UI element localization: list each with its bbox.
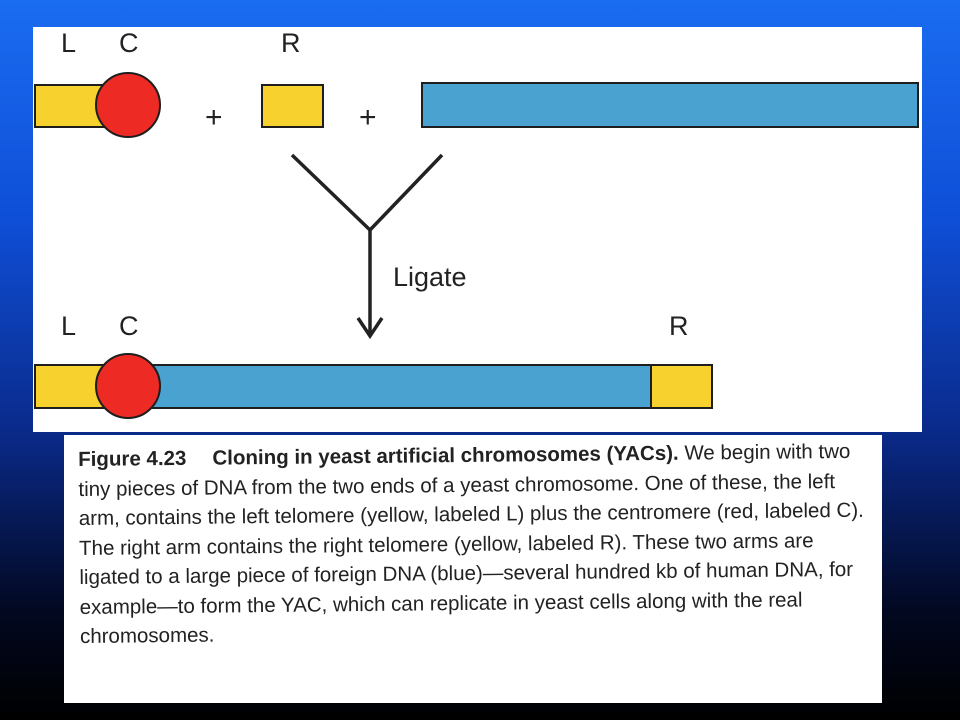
top-centromere-label: C bbox=[119, 28, 139, 58]
bottom-left-telomere-label: L bbox=[61, 311, 76, 341]
foreign-dna-bottom bbox=[142, 364, 652, 409]
caption-body: We begin with two tiny pieces of DNA fro… bbox=[78, 439, 864, 648]
top-left-telomere-label: L bbox=[61, 28, 76, 58]
converge-line-right bbox=[368, 153, 444, 232]
right-telomere-top bbox=[261, 84, 324, 128]
bottom-centromere-label: C bbox=[119, 311, 139, 341]
ligate-label: Ligate bbox=[393, 262, 467, 292]
bottom-right-telomere-label: R bbox=[669, 311, 689, 341]
left-telomere-bottom bbox=[34, 364, 106, 409]
plus-sign-2: + bbox=[359, 101, 377, 134]
plus-sign-1: + bbox=[205, 101, 223, 134]
diagram-canvas: L C R + + Ligate L C R bbox=[34, 28, 919, 419]
converge-line-left bbox=[290, 153, 372, 232]
right-telomere-bottom bbox=[650, 364, 713, 409]
foreign-dna-top bbox=[421, 82, 919, 128]
centromere-top bbox=[95, 72, 161, 138]
centromere-bottom bbox=[95, 353, 161, 419]
top-right-telomere-label: R bbox=[281, 28, 301, 58]
caption-text: Figure 4.23 Cloning in yeast artificial c… bbox=[78, 437, 874, 652]
yac-diagram: L C R + + Ligate L C R bbox=[33, 27, 922, 432]
ligation-arrow-head bbox=[356, 317, 384, 340]
figure-title: Cloning in yeast artificial chromosomes … bbox=[212, 441, 679, 470]
figure-number: Figure 4.23 bbox=[78, 446, 187, 471]
figure-caption: Figure 4.23 Cloning in yeast artificial c… bbox=[64, 435, 882, 703]
left-telomere-top bbox=[34, 84, 106, 128]
